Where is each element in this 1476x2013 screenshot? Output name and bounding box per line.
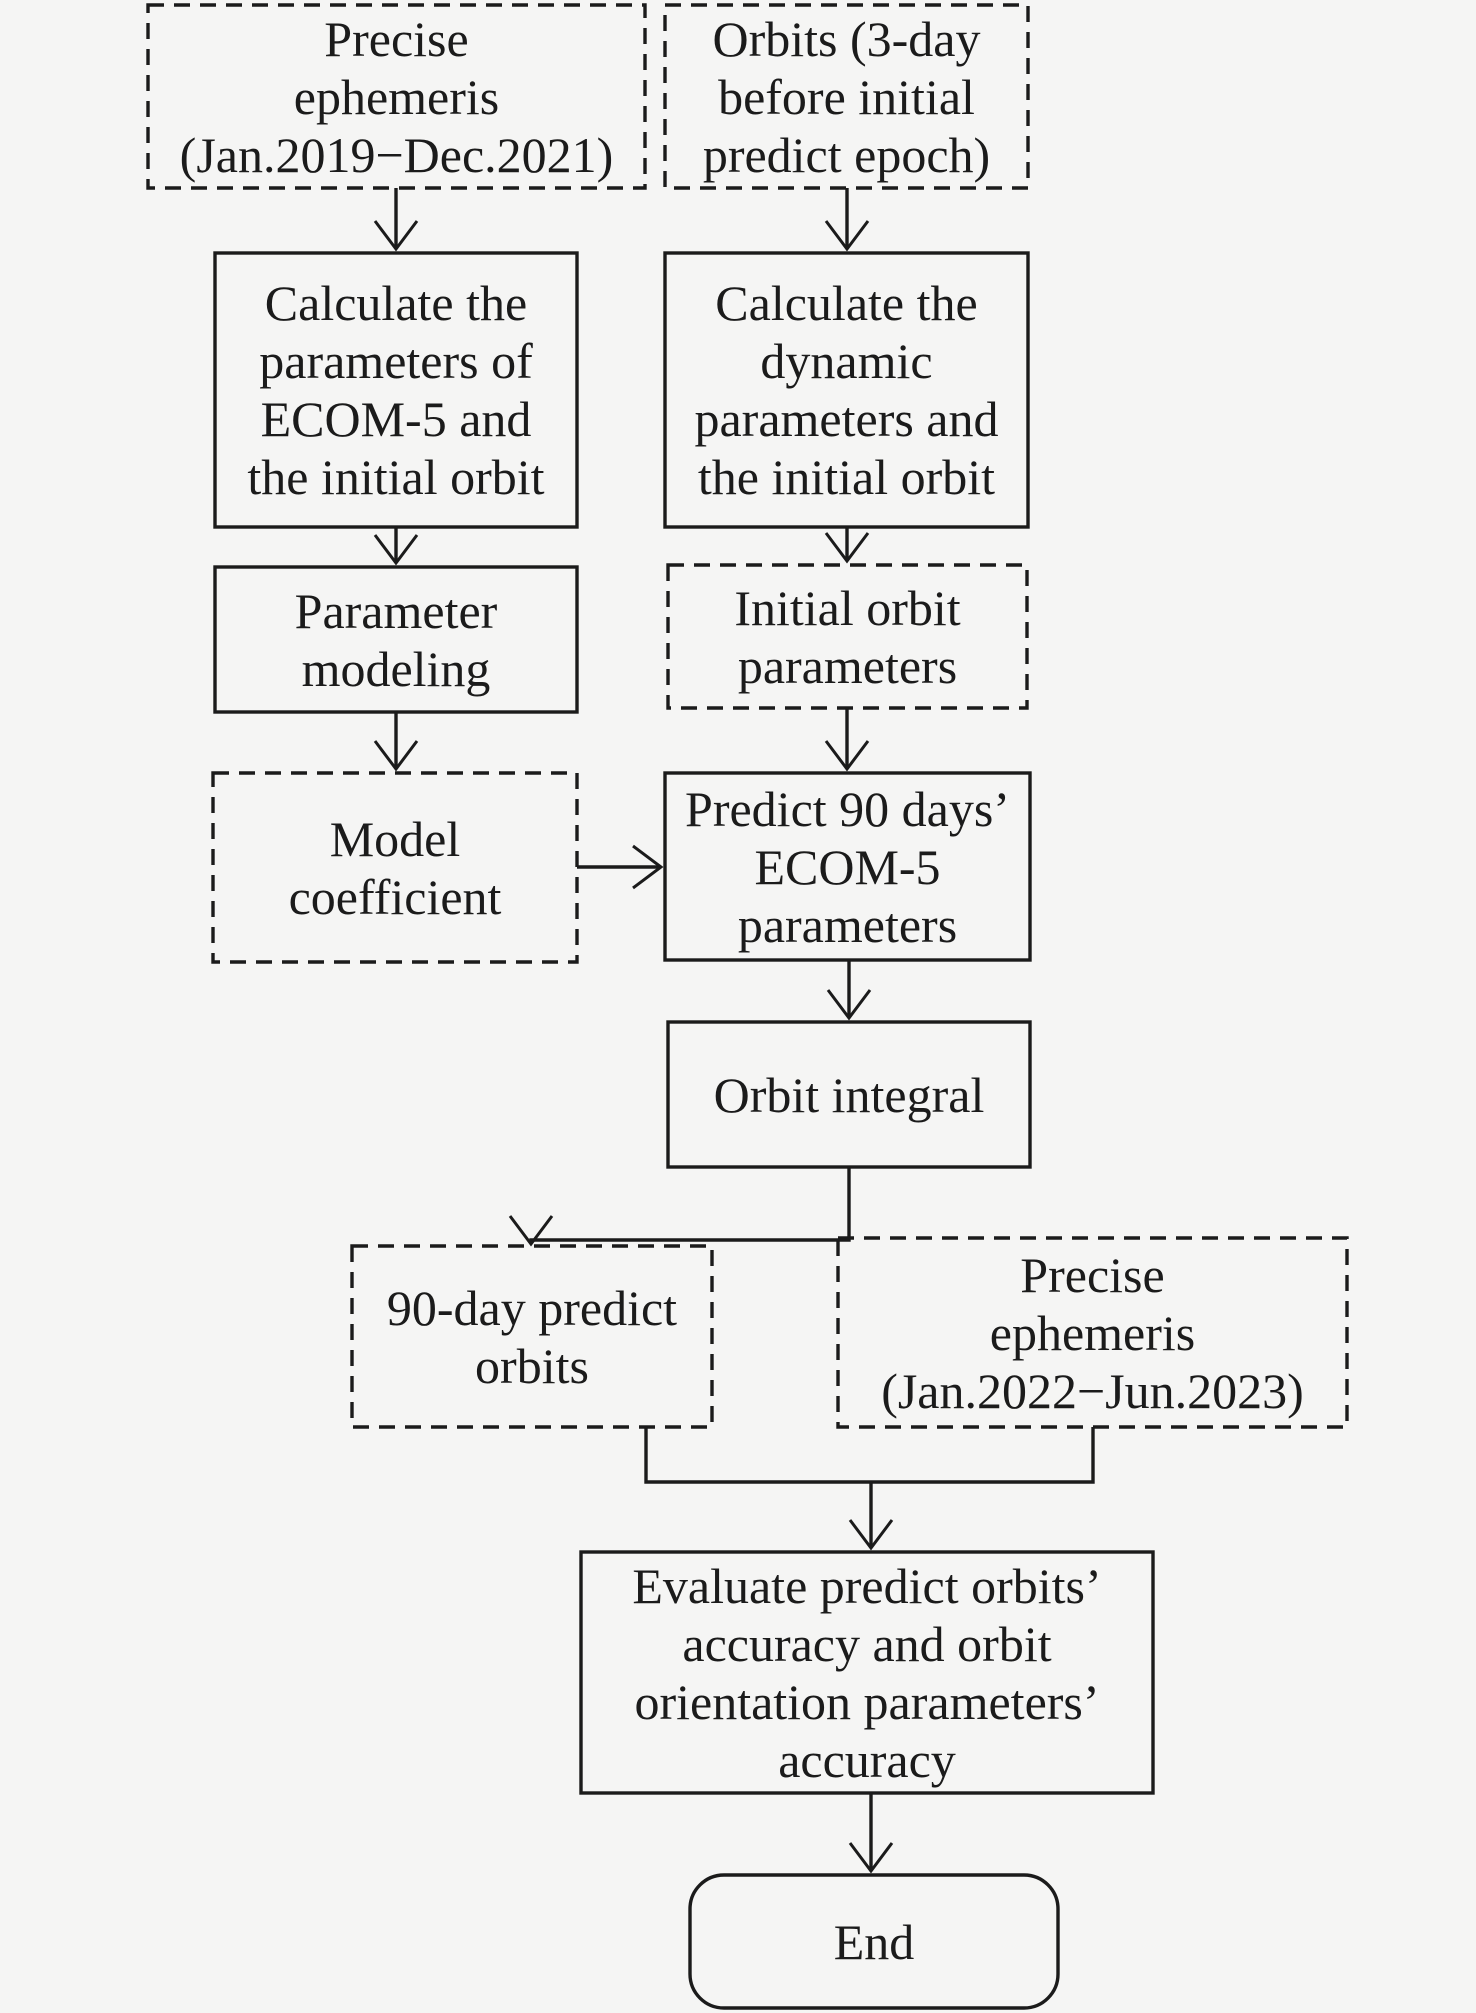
precise-ephemeris-2019-border: [146, 3, 647, 190]
node-line: parameters: [737, 637, 958, 694]
evaluate-accuracy-border: [579, 1550, 1155, 1795]
end-border: [688, 1873, 1060, 2010]
node-orbits-3day: Orbits (3-day before initial predict epo…: [665, 5, 1028, 188]
model-coefficient-border: [211, 771, 579, 964]
arrow-orbit-integral-to-90day: [508, 1167, 851, 1247]
node-line: accuracy: [778, 1731, 956, 1788]
node-line: 90-day predict: [386, 1279, 678, 1336]
node-line: before initial: [718, 68, 975, 125]
node-line: Initial orbit: [734, 579, 961, 636]
node-line: parameters: [737, 896, 958, 953]
node-line: ECOM-5 and: [260, 391, 532, 447]
node-line: Orbits (3-day: [712, 10, 981, 67]
node-line: ECOM-5: [754, 838, 941, 895]
node-line: Evaluate predict orbits’: [632, 1557, 1102, 1614]
node-line: parameters and: [694, 391, 999, 447]
node-orbit-integral: Orbit integral: [668, 1022, 1030, 1167]
node-model-coefficient: Model coefficient: [213, 773, 577, 962]
node-line: Predict 90 days’: [685, 780, 1010, 837]
node-initial-orbit-parameters: Initial orbit parameters: [668, 565, 1027, 708]
node-line: ephemeris: [293, 68, 500, 125]
node-line: modeling: [301, 640, 491, 697]
node-line: Orbit integral: [713, 1066, 985, 1123]
node-line: ephemeris: [989, 1304, 1196, 1361]
node-precise-ephemeris-2019: Precise ephemeris (Jan.2019−Dec.2021): [148, 5, 645, 188]
node-line: Parameter: [294, 582, 498, 639]
node-line: End: [833, 1913, 915, 1970]
node-parameter-modeling: Parameter modeling: [215, 567, 577, 712]
predict-orbits-90day-border: [350, 1244, 714, 1429]
node-predict-90days-ecom5: Predict 90 days’ ECOM-5 parameters: [665, 773, 1030, 960]
node-line: dynamic: [760, 333, 933, 389]
node-line: Calculate the: [264, 275, 528, 331]
node-line: coefficient: [288, 868, 502, 925]
node-calc-ecom5-params: Calculate the parameters of ECOM-5 and t…: [215, 253, 577, 527]
orbits-3day-border: [663, 3, 1030, 190]
node-line: Precise: [1020, 1246, 1165, 1303]
node-line: accuracy and orbit: [682, 1615, 1052, 1672]
node-end: End: [690, 1875, 1058, 2008]
node-line: (Jan.2022−Jun.2023): [881, 1362, 1304, 1419]
node-line: Precise: [324, 10, 469, 67]
node-line: predict epoch): [702, 126, 991, 183]
node-line: the initial orbit: [247, 449, 545, 505]
node-line: Model: [329, 810, 461, 867]
precise-ephemeris-2022-border: [836, 1236, 1349, 1429]
node-precise-ephemeris-2022: Precise ephemeris (Jan.2022−Jun.2023): [838, 1238, 1347, 1427]
node-line: parameters of: [259, 333, 533, 389]
node-90day-predict-orbits: 90-day predict orbits: [352, 1246, 712, 1427]
node-evaluate-accuracy: Evaluate predict orbits’ accuracy and or…: [581, 1552, 1153, 1793]
node-line: orientation parameters’: [634, 1673, 1100, 1730]
node-line: (Jan.2019−Dec.2021): [179, 126, 614, 183]
node-calc-dynamic-params: Calculate the dynamic parameters and the…: [665, 253, 1028, 527]
merge-line-90day-and-ephemeris2022: [644, 1427, 1095, 1484]
node-line: the initial orbit: [697, 449, 996, 505]
node-line: Calculate the: [715, 275, 978, 331]
node-line: orbits: [475, 1337, 589, 1394]
